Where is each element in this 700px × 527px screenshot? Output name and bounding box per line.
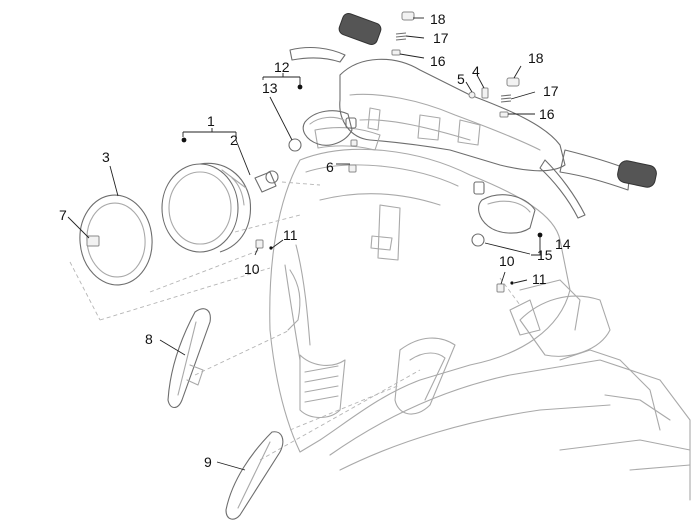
callout-2: 2 xyxy=(230,132,238,148)
callout-16-right: 16 xyxy=(539,106,555,122)
callout-11-left: 11 xyxy=(283,227,298,243)
left-turn-indicator xyxy=(288,110,358,152)
projection-lines xyxy=(69,181,521,461)
callout-6: 6 xyxy=(326,159,334,175)
callout-3: 3 xyxy=(102,149,110,165)
callout-1: 1 xyxy=(207,113,215,129)
reflector-8 xyxy=(167,308,211,409)
callout-17-top: 17 xyxy=(433,30,449,46)
callout-10-left: 10 xyxy=(244,261,260,277)
callout-8: 8 xyxy=(145,331,153,347)
reflector-9 xyxy=(225,431,284,520)
callout-12: 12 xyxy=(274,59,290,75)
callout-9: 9 xyxy=(204,454,212,470)
callout-10-right: 10 xyxy=(499,253,515,269)
callout-14: 14 xyxy=(555,236,571,252)
callout-16-top: 16 xyxy=(430,53,446,69)
callout-13: 13 xyxy=(262,80,278,96)
handlebar-assembly xyxy=(289,13,657,219)
callout-18-top: 18 xyxy=(430,11,446,27)
callout-18-right: 18 xyxy=(528,50,544,66)
callout-7: 7 xyxy=(59,207,67,223)
callout-17-right: 17 xyxy=(543,83,559,99)
callout-5: 5 xyxy=(457,71,465,87)
callout-4: 4 xyxy=(472,63,480,79)
right-turn-indicator xyxy=(471,181,536,293)
callout-11-right: 11 xyxy=(532,271,547,287)
callout-15: 15 xyxy=(537,247,553,263)
headlight-assembly xyxy=(79,162,279,286)
scooter-body xyxy=(269,148,691,501)
callout-numbers: 1 2 3 4 5 6 7 8 9 10 10 11 11 12 13 14 1… xyxy=(59,11,571,470)
leader-lines xyxy=(67,17,543,471)
small-hardware xyxy=(348,11,520,173)
